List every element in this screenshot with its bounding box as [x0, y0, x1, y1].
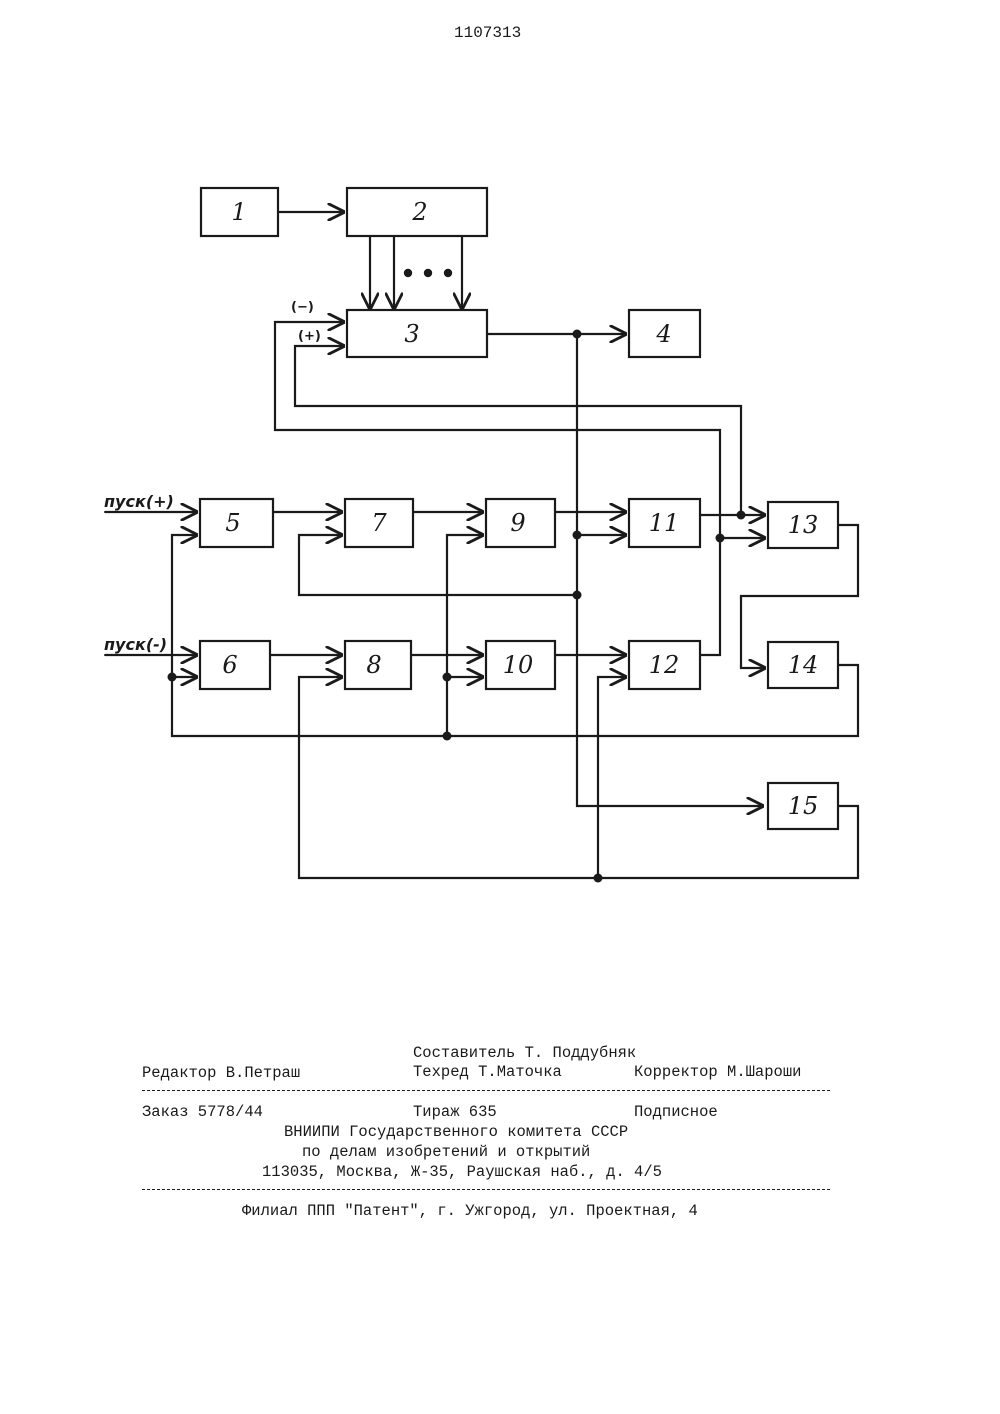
- wire-fb-9: [447, 535, 484, 736]
- block-11: 11: [629, 499, 700, 547]
- junction-dot: [168, 673, 177, 682]
- svg-text:12: 12: [649, 651, 680, 679]
- block-6: 6: [200, 641, 270, 689]
- block-7: 7: [345, 499, 413, 547]
- block-diagram: 1 2 3 4 5 6 7 8 9 10 11 12 13 14 15 пуск…: [0, 0, 1000, 960]
- techred-line: Техред Т.Маточка: [413, 1063, 562, 1081]
- block-5: 5: [200, 499, 273, 547]
- svg-text:5: 5: [225, 509, 240, 537]
- svg-text:7: 7: [371, 509, 387, 537]
- junction-dot: [443, 732, 452, 741]
- junction-dot: [716, 534, 725, 543]
- svg-text:6: 6: [222, 651, 237, 679]
- svg-text:14: 14: [788, 651, 819, 679]
- block-14: 14: [768, 642, 838, 688]
- bus-ellipsis: [404, 269, 452, 277]
- junction-dot: [573, 591, 582, 600]
- divider: [142, 1189, 830, 1190]
- branch-line: Филиал ППП "Патент", г. Ужгород, ул. Про…: [242, 1202, 698, 1220]
- block-8: 8: [345, 641, 411, 689]
- block-2: 2: [347, 188, 487, 236]
- junction-dot: [573, 531, 582, 540]
- compiler-line: Составитель Т. Поддубняк: [413, 1044, 636, 1062]
- block-9: 9: [486, 499, 555, 547]
- svg-text:10: 10: [503, 651, 534, 679]
- corrector-line: Корректор М.Шароши: [634, 1063, 801, 1081]
- block-1: 1: [201, 188, 278, 236]
- junction-dot: [573, 330, 582, 339]
- svg-text:4: 4: [655, 320, 671, 348]
- polarity-plus-label: (+): [298, 329, 321, 344]
- org-line-2: по делам изобретений и открытий: [302, 1143, 590, 1161]
- svg-text:8: 8: [366, 651, 381, 679]
- wire-15-fb: [299, 677, 858, 878]
- junctions: [168, 330, 746, 883]
- svg-text:2: 2: [411, 198, 427, 226]
- block-4: 4: [629, 310, 700, 357]
- svg-text:9: 9: [510, 509, 525, 537]
- editor-line: Редактор В.Петраш: [142, 1064, 300, 1082]
- wire-fb-12: [598, 677, 627, 878]
- svg-text:11: 11: [649, 509, 680, 537]
- svg-text:13: 13: [788, 511, 819, 539]
- junction-dot: [443, 673, 452, 682]
- wire-14-fb: [172, 535, 858, 736]
- block-3: 3: [347, 310, 487, 357]
- subscription-line: Подписное: [634, 1103, 718, 1121]
- circulation-line: Тираж 635: [413, 1103, 497, 1121]
- svg-text:15: 15: [788, 792, 819, 820]
- block-12: 12: [629, 641, 700, 689]
- order-line: Заказ 5778/44: [142, 1103, 263, 1121]
- divider: [142, 1090, 830, 1091]
- org-line-3: 113035, Москва, Ж-35, Раушская наб., д. …: [262, 1163, 662, 1181]
- junction-dot: [737, 511, 746, 520]
- block-13: 13: [768, 502, 838, 548]
- polarity-minus-label: (−): [291, 300, 314, 315]
- block-15: 15: [768, 783, 838, 829]
- block-10: 10: [486, 641, 555, 689]
- org-line-1: ВНИИПИ Государственного комитета СССР: [284, 1123, 628, 1141]
- svg-text:3: 3: [404, 320, 419, 348]
- input-start-minus-label: пуск(-): [104, 635, 167, 654]
- junction-dot: [594, 874, 603, 883]
- svg-text:1: 1: [231, 198, 246, 226]
- input-start-plus-label: пуск(+): [104, 492, 174, 511]
